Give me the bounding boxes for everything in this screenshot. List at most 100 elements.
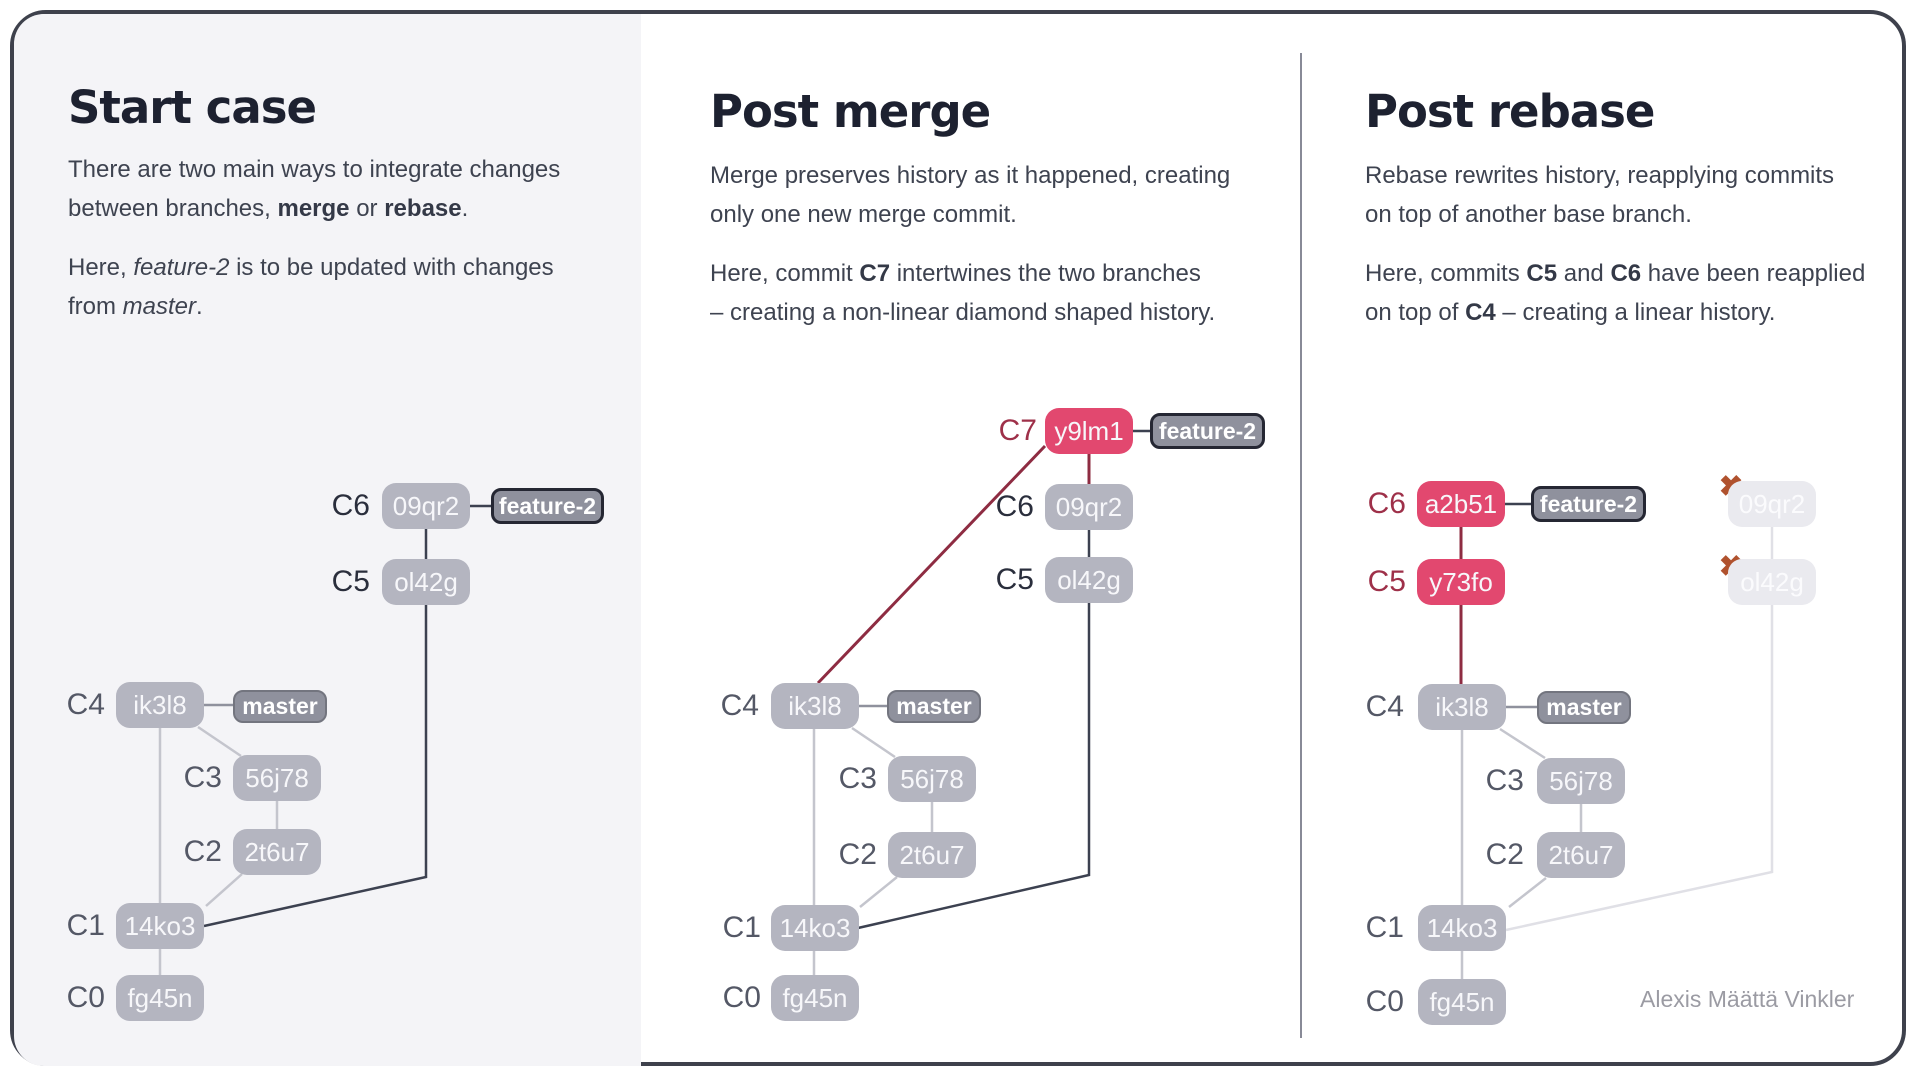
commit-node-c1: 14ko3: [1418, 905, 1506, 951]
commit-label-c2: C2: [183, 835, 222, 868]
page-title: Post merge: [710, 85, 991, 138]
branch-badge-master: master: [1537, 691, 1631, 724]
commit-label-c4: C4: [720, 689, 759, 722]
commit-label-c1: C1: [66, 909, 105, 942]
ghost-commit-node-c6: 09qr2: [1728, 481, 1816, 527]
commit-node-c2: 2t6u7: [233, 829, 321, 875]
page-title: Start case: [68, 81, 317, 134]
text-run: from: [68, 293, 123, 320]
text-run: Merge preserves history as it happened, …: [710, 162, 1231, 189]
commit-node-c1: 14ko3: [116, 903, 204, 949]
text-line: on top of another base branch.: [1365, 195, 1834, 234]
text-line: Merge preserves history as it happened, …: [710, 156, 1230, 195]
text-run: is to be updated with changes: [229, 254, 554, 281]
text-line: only one new merge commit.: [710, 195, 1230, 234]
commit-label-c5: C5: [1367, 565, 1406, 598]
text-run-italic: master: [122, 293, 197, 320]
commit-label-c6: C6: [1367, 487, 1406, 520]
commit-label-c5: C5: [995, 563, 1034, 596]
branch-badge-master: master: [233, 690, 327, 723]
text-run: There are two main ways to integrate cha…: [68, 156, 561, 183]
text-run-bold: C5: [1526, 260, 1558, 287]
text-line: Here, commit C7 intertwines the two bran…: [710, 254, 1215, 293]
text-run: on top of another base branch.: [1365, 201, 1692, 228]
commit-label-c3: C3: [1485, 764, 1524, 797]
commit-node-c2: 2t6u7: [1537, 832, 1625, 878]
commit-node-c3: 56j78: [1537, 758, 1625, 804]
start-case-paragraph-2: Here, feature-2 is to be updated with ch…: [68, 248, 554, 326]
text-run: .: [461, 195, 469, 222]
branch-badge-feature-2: feature-2: [491, 488, 604, 524]
text-run: and: [1557, 260, 1611, 287]
commit-label-c2: C2: [1485, 838, 1524, 871]
post-rebase-paragraph-2: Here, commits C5 and C6 have been reappl…: [1365, 254, 1865, 332]
text-run: on top of: [1365, 299, 1466, 326]
text-line: between branches, merge or rebase.: [68, 189, 560, 228]
commit-label-c3: C3: [183, 761, 222, 794]
commit-node-c0: fg45n: [116, 975, 204, 1021]
text-run-bold: rebase: [384, 195, 462, 222]
post-merge-paragraph-2: Here, commit C7 intertwines the two bran…: [710, 254, 1215, 332]
commit-node-c4: ik3l8: [1418, 684, 1506, 730]
commit-node-c0: fg45n: [1418, 979, 1506, 1025]
text-run-bold: merge: [277, 195, 350, 222]
commit-label-c1: C1: [722, 911, 761, 944]
text-run: only one new merge commit.: [710, 201, 1017, 228]
text-line: Here, commits C5 and C6 have been reappl…: [1365, 254, 1865, 293]
commit-label-c1: C1: [1365, 911, 1404, 944]
text-run-bold: C6: [1610, 260, 1642, 287]
commit-node-c3: 56j78: [888, 756, 976, 802]
commit-node-c2: 2t6u7: [888, 832, 976, 878]
commit-node-c5-rebased: y73fo: [1417, 559, 1505, 605]
commit-node-c1: 14ko3: [771, 905, 859, 951]
commit-label-c2: C2: [838, 838, 877, 871]
commit-label-c0: C0: [66, 981, 105, 1014]
text-line: Here, feature-2 is to be updated with ch…: [68, 248, 554, 287]
commit-label-c6: C6: [331, 489, 370, 522]
branch-badge-feature-2: feature-2: [1150, 413, 1265, 449]
text-run: have been reapplied: [1641, 260, 1866, 287]
text-run-italic: feature-2: [133, 254, 230, 281]
commit-node-c7-merge: y9lm1: [1045, 408, 1133, 454]
author-signature: Alexis Määttä Vinkler: [1640, 986, 1855, 1012]
text-run: Rebase rewrites history, reapplying comm…: [1365, 162, 1835, 189]
panel-divider: [1300, 53, 1302, 1038]
commit-node-c3: 56j78: [233, 755, 321, 801]
commit-label-c0: C0: [1365, 985, 1404, 1018]
commit-node-c5: ol42g: [1045, 557, 1133, 603]
commit-label-c4: C4: [1365, 690, 1404, 723]
text-line: – creating a non-linear diamond shaped h…: [710, 293, 1215, 332]
text-run: – creating a linear history.: [1495, 299, 1776, 326]
text-run: intertwines the two branches: [890, 260, 1201, 287]
commit-node-c4: ik3l8: [771, 683, 859, 729]
start-case-paragraph-1: There are two main ways to integrate cha…: [68, 150, 560, 228]
commit-node-c0: fg45n: [771, 975, 859, 1021]
commit-node-c6: 09qr2: [1045, 484, 1133, 530]
page-title: Post rebase: [1365, 85, 1655, 138]
branch-badge-feature-2: feature-2: [1531, 486, 1646, 522]
commit-label-c4: C4: [66, 688, 105, 721]
commit-node-c6-rebased: a2b51: [1417, 481, 1505, 527]
text-run: Here, commits: [1365, 260, 1527, 287]
text-line: There are two main ways to integrate cha…: [68, 150, 560, 189]
commit-label-c3: C3: [838, 762, 877, 795]
text-run: Here, commit: [710, 260, 860, 287]
text-run-bold: C4: [1465, 299, 1496, 326]
text-run: Here,: [68, 254, 134, 281]
text-line: from master.: [68, 287, 554, 326]
text-run: or: [349, 195, 385, 222]
post-rebase-paragraph-1: Rebase rewrites history, reapplying comm…: [1365, 156, 1834, 234]
text-run: .: [196, 293, 203, 320]
commit-label-c0: C0: [722, 981, 761, 1014]
text-line: Rebase rewrites history, reapplying comm…: [1365, 156, 1834, 195]
post-merge-paragraph-1: Merge preserves history as it happened, …: [710, 156, 1230, 234]
text-line: on top of C4 – creating a linear history…: [1365, 293, 1865, 332]
commit-label-c6: C6: [995, 490, 1034, 523]
ghost-commit-node-c5: ol42g: [1728, 559, 1816, 605]
commit-node-c5: ol42g: [382, 559, 470, 605]
text-run-bold: C7: [859, 260, 891, 287]
commit-label-c5: C5: [331, 565, 370, 598]
commit-label-c7: C7: [998, 414, 1037, 447]
text-run: between branches,: [68, 195, 278, 222]
branch-badge-master: master: [887, 690, 981, 723]
